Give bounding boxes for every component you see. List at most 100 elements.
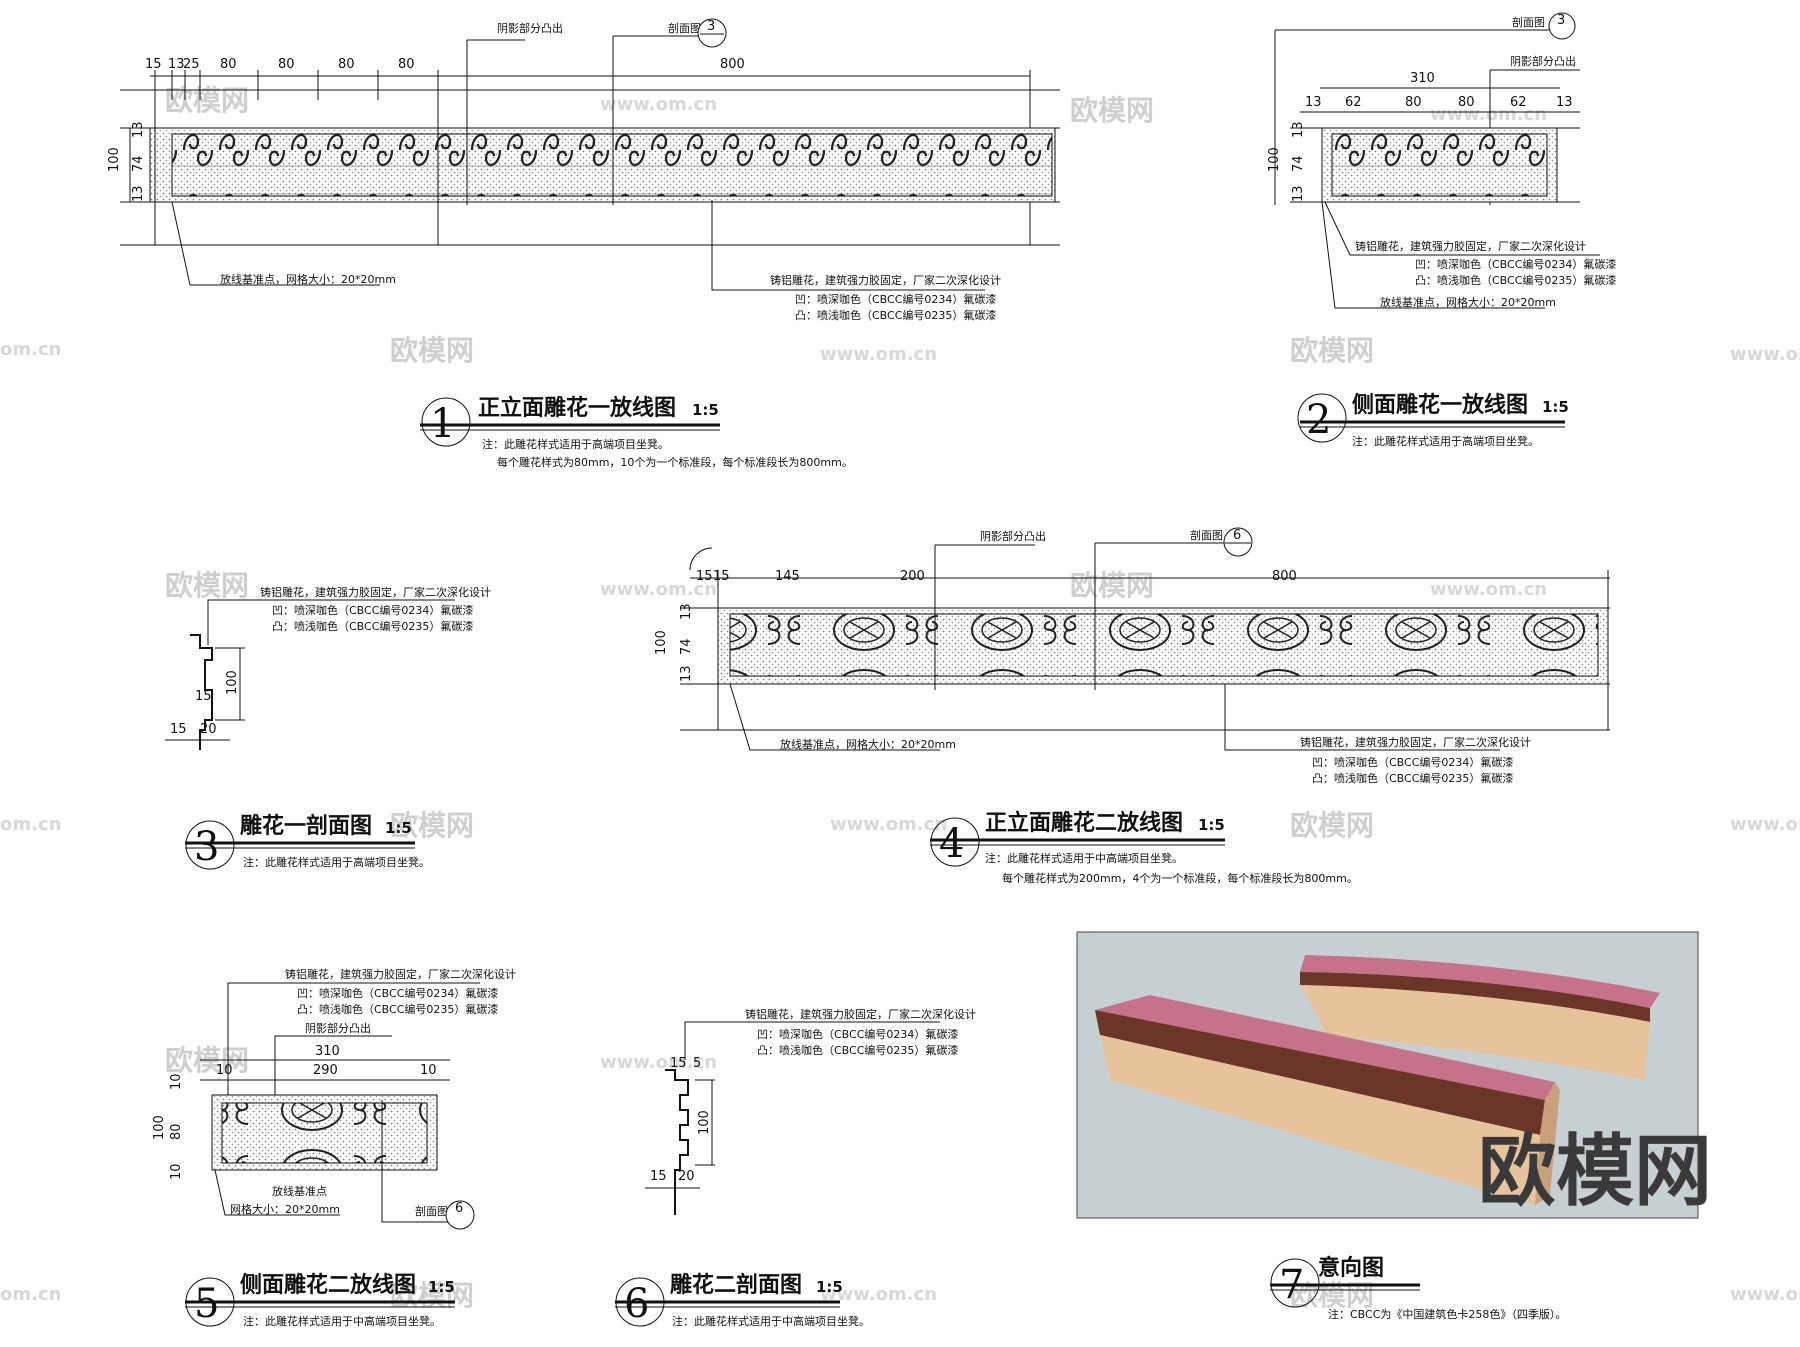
drawing-note: 注：此雕花样式适用于中高端项目坐凳。: [243, 1314, 441, 1328]
dim-label: 20: [678, 1169, 695, 1184]
material-note: 铸铝雕花，建筑强力胶固定，厂家二次深化设计: [285, 967, 516, 981]
dim-label: 80: [169, 1123, 184, 1140]
bench-back-band: [1300, 972, 1650, 1022]
dim-label: 800: [720, 57, 745, 72]
dim-label: 15: [670, 1056, 687, 1071]
bench-front-top: [1095, 995, 1555, 1100]
dim-label: 100: [225, 670, 240, 695]
drawing-number: 5: [194, 1281, 219, 1327]
watermark: www.om.cn: [1730, 814, 1800, 835]
material-note: 凹：喷深咖色（CBCC编号0234）氟碳漆: [297, 986, 498, 1000]
drawing-scale: 1:5: [1198, 816, 1225, 834]
bench-back-face: [1300, 985, 1650, 1080]
material-note: 铸铝雕花，建筑强力胶固定，厂家二次深化设计: [260, 585, 491, 599]
dim-label: 74: [679, 638, 694, 655]
drawing-scale: 1:5: [428, 1278, 455, 1296]
dim-label: 80: [1405, 95, 1422, 110]
material-note: 铸铝雕花，建筑强力胶固定，厂家二次深化设计: [1355, 239, 1586, 253]
drawing-note: 注：此雕花样式适用于中高端项目坐凳。: [985, 851, 1183, 865]
callout-label: 阴影部分凸出: [1510, 54, 1576, 68]
section-ref: 3: [1557, 13, 1565, 28]
watermarks: 欧模网 www.om.cn 欧模网 www.om.cn om.cn 欧模网 ww…: [0, 84, 1800, 1312]
drawing-title: 正立面雕花二放线图: [985, 810, 1183, 836]
bench-front-end: [1535, 1082, 1560, 1205]
dim-label: 13: [168, 57, 185, 72]
watermark: www.om.cn: [1730, 1284, 1800, 1305]
dim-label: 15: [195, 689, 212, 704]
dim-label: 13: [1291, 185, 1306, 202]
material-note: 凸：喷浅咖色（CBCC编号0235）氟碳漆: [757, 1043, 958, 1057]
watermark: 欧模网: [165, 569, 249, 602]
drawing-note: 每个雕花样式为80mm，10个为一个标准段，每个标准段长为800mm。: [497, 455, 853, 469]
drawing-note: 注：此雕花样式适用于高端项目坐凳。: [243, 855, 430, 869]
material-note: 铸铝雕花，建筑强力胶固定，厂家二次深化设计: [770, 273, 1001, 287]
dim-label: 13: [1291, 121, 1306, 138]
watermark: 欧模网: [1290, 334, 1374, 367]
dim-label: 100: [152, 1115, 167, 1140]
drawing-3-section: 铸铝雕花，建筑强力胶固定，厂家二次深化设计 凹：喷深咖色（CBCC编号0234）…: [165, 585, 491, 870]
drawing-7-perspective: 欧模网 7 意向图 注：CBCC为《中国建筑色卡258色》（四季版）。: [1076, 931, 1712, 1321]
bench-front-band: [1095, 1010, 1545, 1135]
material-note: 凹：喷深咖色（CBCC编号0234）氟碳漆: [272, 603, 473, 617]
drawing-title: 雕花一剖面图: [240, 813, 372, 839]
base-point-label: 放线基准点，网格大小：20*20mm: [1380, 295, 1556, 309]
drawing-note: 注：CBCC为《中国建筑色卡258色》（四季版）。: [1328, 1307, 1566, 1321]
dim-label: 74: [1291, 155, 1306, 172]
callout-label: 阴影部分凸出: [305, 1021, 371, 1035]
dim-label: 100: [107, 147, 122, 172]
dim-label: 15: [713, 569, 730, 584]
dim-label: 13: [679, 665, 694, 682]
section-ref: 6: [1233, 528, 1241, 543]
watermark: www.om.cn: [820, 1284, 937, 1305]
drawing-note: 注：此雕花样式适用于高端项目坐凳。: [1352, 434, 1539, 448]
dim-label: 145: [775, 569, 800, 584]
dim-label: 80: [338, 57, 355, 72]
dim-label: 10: [420, 1063, 437, 1078]
watermark: www.om.cn: [600, 1052, 717, 1073]
drawing-6-section: 铸铝雕花，建筑强力胶固定，厂家二次深化设计 凹：喷深咖色（CBCC编号0234）…: [615, 1007, 976, 1328]
material-note: 铸铝雕花，建筑强力胶固定，厂家二次深化设计: [1300, 735, 1531, 749]
drawing-scale: 1:5: [692, 401, 719, 419]
drawing-note: 注：此雕花样式适用于中高端项目坐凳。: [672, 1314, 870, 1328]
watermark: www.om.cn: [1430, 579, 1547, 600]
material-note: 凸：喷浅咖色（CBCC编号0235）氟碳漆: [1415, 273, 1616, 287]
dim-label: 200: [900, 569, 925, 584]
dim-label: 15: [145, 57, 162, 72]
watermark-large: 欧模网: [1478, 1127, 1712, 1217]
section-ref: 6: [455, 1201, 463, 1216]
dim-label: 310: [315, 1044, 340, 1059]
dim-label: 15: [170, 722, 187, 737]
material-note: 凹：喷深咖色（CBCC编号0234）氟碳漆: [1415, 257, 1616, 271]
dim-label: 5: [693, 1056, 701, 1071]
drawing-title: 侧面雕花二放线图: [240, 1272, 416, 1298]
watermark: www.om.cn: [1730, 344, 1800, 365]
dim-label: 13: [131, 185, 146, 202]
dim-label: 80: [278, 57, 295, 72]
dim-label: 10: [169, 1163, 184, 1180]
callout-label: 阴影部分凸出: [980, 529, 1046, 543]
callout-label: 剖面图: [1512, 15, 1545, 29]
material-note: 凹：喷深咖色（CBCC编号0234）氟碳漆: [757, 1027, 958, 1041]
base-point-label: 放线基准点，网格大小：20*20mm: [780, 737, 956, 751]
dim-label: 62: [1510, 95, 1527, 110]
callout-label: 阴影部分凸出: [497, 21, 563, 35]
watermark: 欧模网: [1070, 569, 1154, 602]
watermark: 欧模网: [390, 809, 474, 842]
drawing-title: 雕花二剖面图: [670, 1272, 802, 1298]
drawing-title: 正立面雕花一放线图: [478, 395, 676, 421]
drawing-4-front-elevation: 15 15 145 200 800 100 13 74 13 阴影部分凸出 剖面…: [654, 527, 1610, 885]
watermark: 欧模网: [1070, 94, 1154, 127]
dim-label: 13: [1556, 95, 1573, 110]
dim-label: 13: [1305, 95, 1322, 110]
dim-label: 100: [697, 1110, 712, 1135]
drawing-number: 6: [624, 1281, 649, 1327]
watermark: 欧模网: [1290, 809, 1374, 842]
base-point-label: 放线基准点，网格大小：20*20mm: [220, 272, 396, 286]
dim-label: 80: [1458, 95, 1475, 110]
dim-label: 100: [1267, 147, 1282, 172]
dim-label: 310: [1410, 71, 1435, 86]
watermark: www.om.cn: [820, 344, 937, 365]
callout-label: 剖面图: [668, 21, 701, 35]
dim-label: 62: [1345, 95, 1362, 110]
